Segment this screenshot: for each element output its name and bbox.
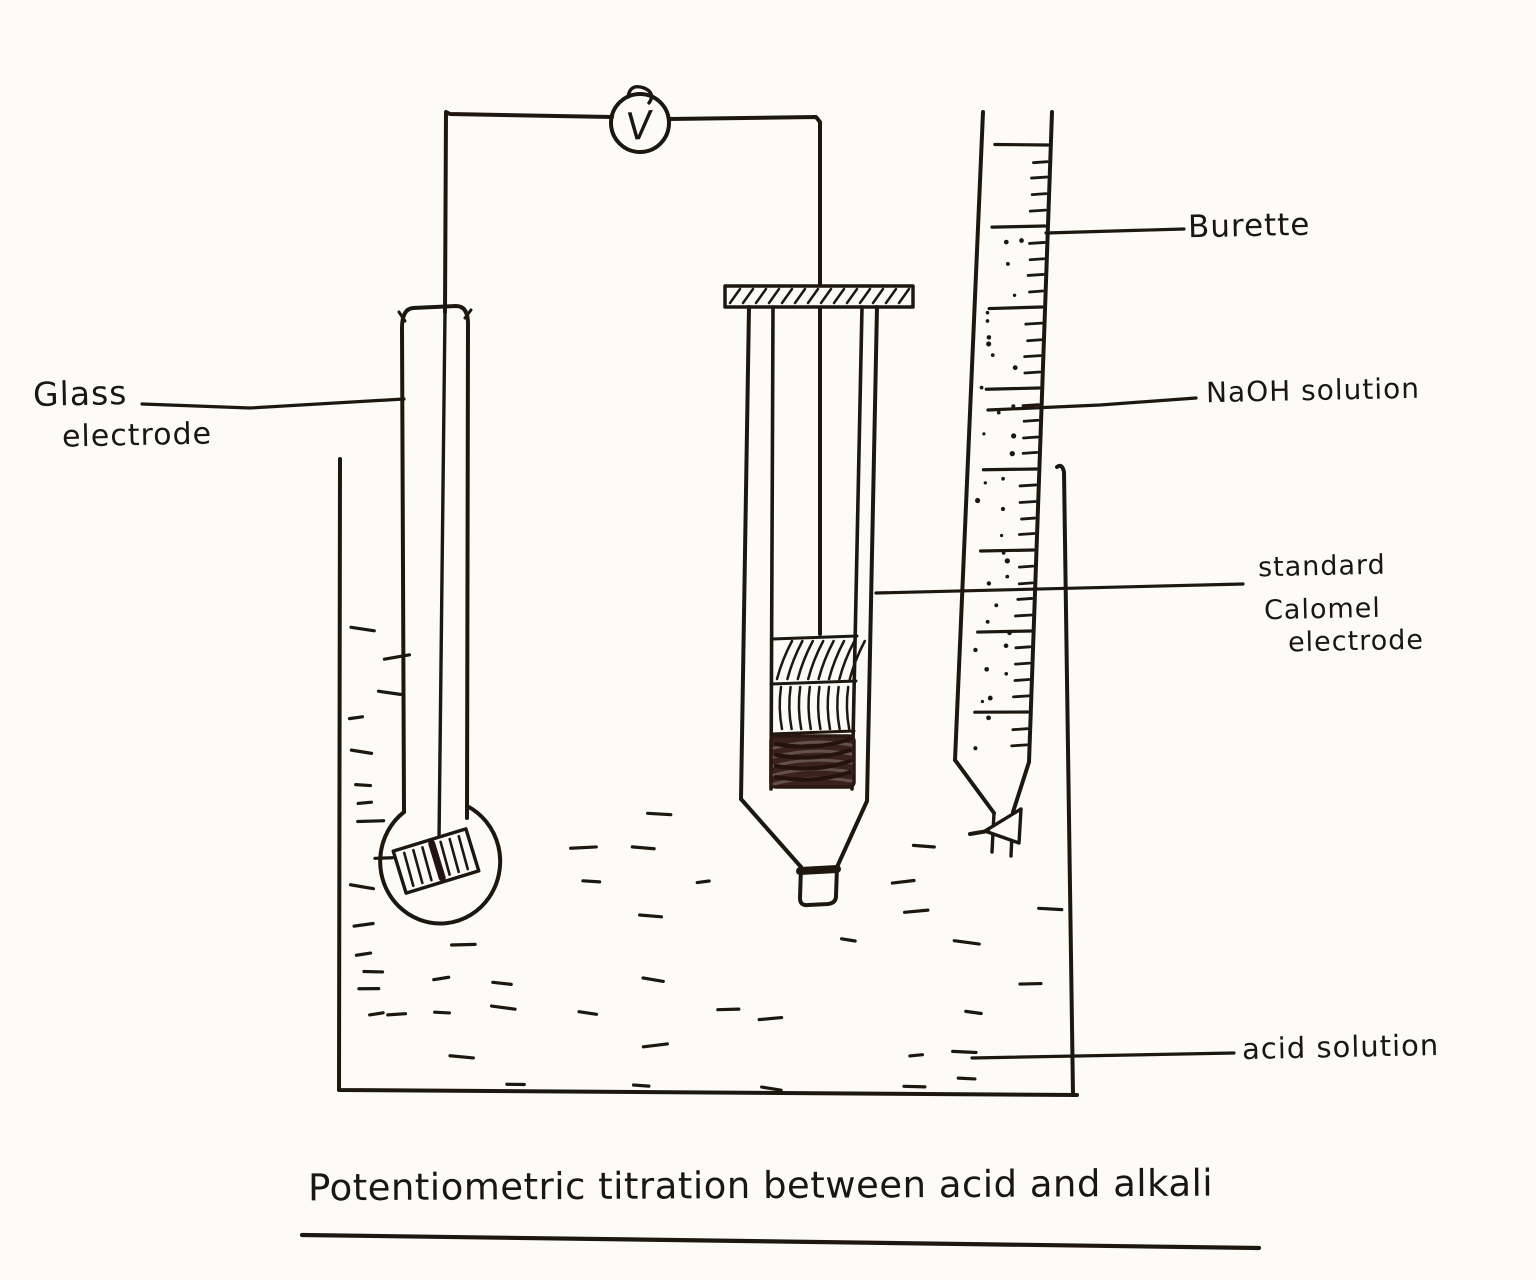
calomel-paste-lines [778, 685, 851, 731]
voltmeter-symbol: V [624, 103, 657, 150]
burette-graduations [973, 142, 1050, 748]
voltmeter-wires [437, 110, 822, 843]
glass-electrode-label-line1: Glass [32, 373, 128, 414]
calomel-porous-tip [798, 865, 839, 908]
calomel-label-line2: Calomel [1263, 592, 1382, 627]
leader-acid [970, 1051, 1236, 1060]
mercury-layer-hatch [775, 639, 867, 681]
calomel-dark-paste [769, 734, 856, 789]
title-underline [299, 1232, 1262, 1251]
leader-calomel [874, 582, 1245, 595]
beaker [337, 457, 1079, 1097]
leader-glass-electrode [140, 397, 406, 410]
calomel-label-line3: electrode [1287, 624, 1425, 659]
voltmeter-icon: V [609, 84, 671, 154]
glass-electrode-bulb [378, 804, 503, 926]
calomel-electrode [723, 284, 915, 908]
diagram-title: Potentiometric titration between acid an… [307, 1161, 1214, 1210]
glass-electrode-plate [391, 827, 481, 895]
acid-solution-dashes [347, 625, 1064, 1092]
burette-label: Burette [1187, 206, 1311, 246]
stopcock [983, 807, 1023, 845]
acid-solution-label: acid solution [1241, 1027, 1440, 1067]
glass-electrode-label-line2: electrode [61, 416, 213, 455]
burette [953, 110, 1054, 858]
naoh-solution-label: NaOH solution [1205, 371, 1421, 410]
leader-lines [140, 227, 1245, 1060]
leader-burette [1044, 227, 1186, 235]
naoh-solution-dots [973, 238, 1024, 751]
leader-naoh [986, 396, 1198, 412]
calomel-label-line1: standard [1257, 549, 1387, 584]
glass-electrode [378, 304, 503, 926]
